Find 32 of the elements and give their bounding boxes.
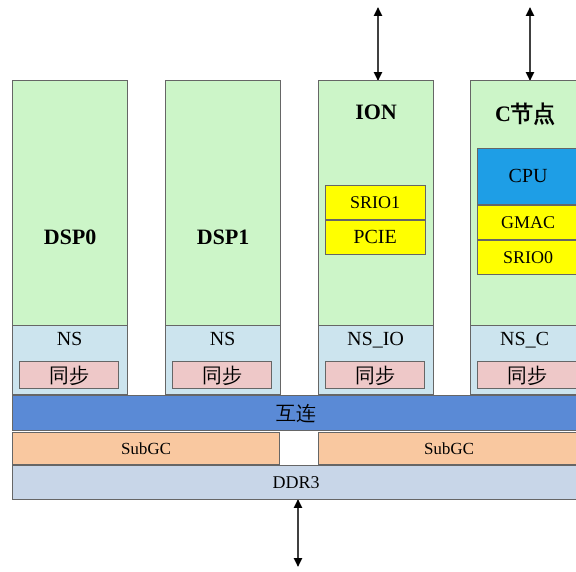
- interface-box: GMAC: [476, 204, 576, 240]
- interface-box: SRIO0: [476, 240, 576, 274]
- interface-box: PCIE: [324, 220, 426, 254]
- arrow: [526, 7, 534, 81]
- module-box: [470, 80, 576, 395]
- arrow: [374, 7, 382, 81]
- module-label: NS_C: [500, 328, 549, 350]
- node-service-band: [470, 324, 576, 394]
- module-box: [12, 80, 128, 395]
- node-service-band: [318, 324, 434, 394]
- cache-box: SubGC: [318, 432, 576, 465]
- module-label: DSP0: [44, 224, 96, 250]
- module-label: ION: [355, 99, 397, 125]
- arrow: [294, 499, 302, 567]
- sync-box: 同步: [325, 361, 425, 389]
- module-box: [165, 80, 281, 395]
- node-service-band: [164, 324, 280, 394]
- module-box: [318, 80, 434, 395]
- interconnect-bar: 互连: [12, 395, 576, 431]
- memory-bar: DDR3: [12, 465, 576, 500]
- module-label: DSP1: [196, 224, 250, 250]
- node-service-band: [12, 324, 128, 394]
- sync-box: 同步: [172, 361, 272, 389]
- sync-box: 同步: [19, 361, 119, 389]
- processor-box: CPU: [476, 148, 576, 204]
- module-label: C节点: [495, 100, 555, 128]
- module-label: NS: [210, 328, 236, 350]
- cache-box: SubGC: [12, 432, 280, 465]
- sync-box: 同步: [477, 361, 576, 389]
- interface-box: SRIO1: [324, 184, 426, 220]
- module-label: NS: [56, 328, 82, 350]
- module-label: NS_IO: [347, 328, 404, 350]
